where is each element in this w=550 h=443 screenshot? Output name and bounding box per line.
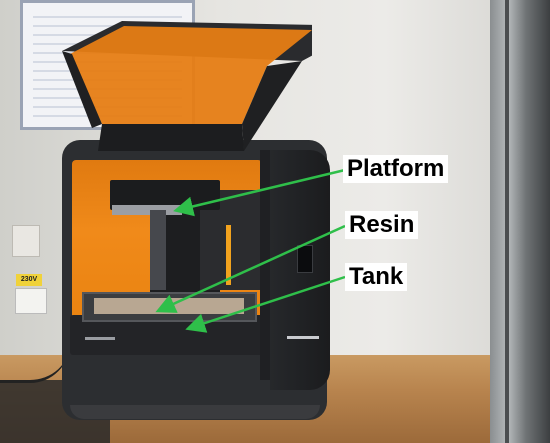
printer-side <box>260 150 272 380</box>
z-axis-rod <box>150 210 166 290</box>
resin-label: Resin <box>345 211 419 239</box>
platform-label: Platform <box>343 155 449 183</box>
printer-base <box>70 405 320 419</box>
voltage-sticker: 230V <box>16 274 42 286</box>
power-cable <box>0 340 70 383</box>
door-frame <box>490 0 550 443</box>
brand-logo <box>287 336 319 339</box>
platform-plate <box>112 205 182 215</box>
tank-arrow <box>185 275 346 333</box>
platform-arrow <box>173 168 346 217</box>
printer-lid[interactable] <box>62 6 312 151</box>
resin-arrow <box>155 224 346 313</box>
orange-light-strip <box>226 225 231 285</box>
tank-label: Tank <box>345 263 408 291</box>
front-logo <box>85 337 115 340</box>
door-edge <box>505 0 509 443</box>
wall-fixture <box>12 225 40 257</box>
power-socket <box>15 288 47 314</box>
